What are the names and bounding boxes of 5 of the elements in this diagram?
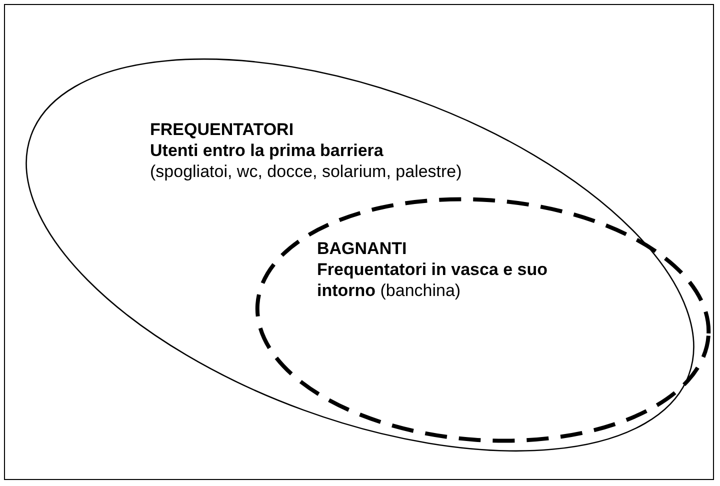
group-note: (spogliatoi, wc, docce, solarium, palestre) [150, 161, 463, 182]
group-title: FREQUENTATORI [150, 119, 295, 140]
group-subtitle: Utenti entro la prima barriera [150, 140, 384, 161]
group-title: BAGNANTI [317, 238, 408, 259]
group-description: Frequentatori in vasca e suo intorno (banchina) [317, 259, 549, 301]
